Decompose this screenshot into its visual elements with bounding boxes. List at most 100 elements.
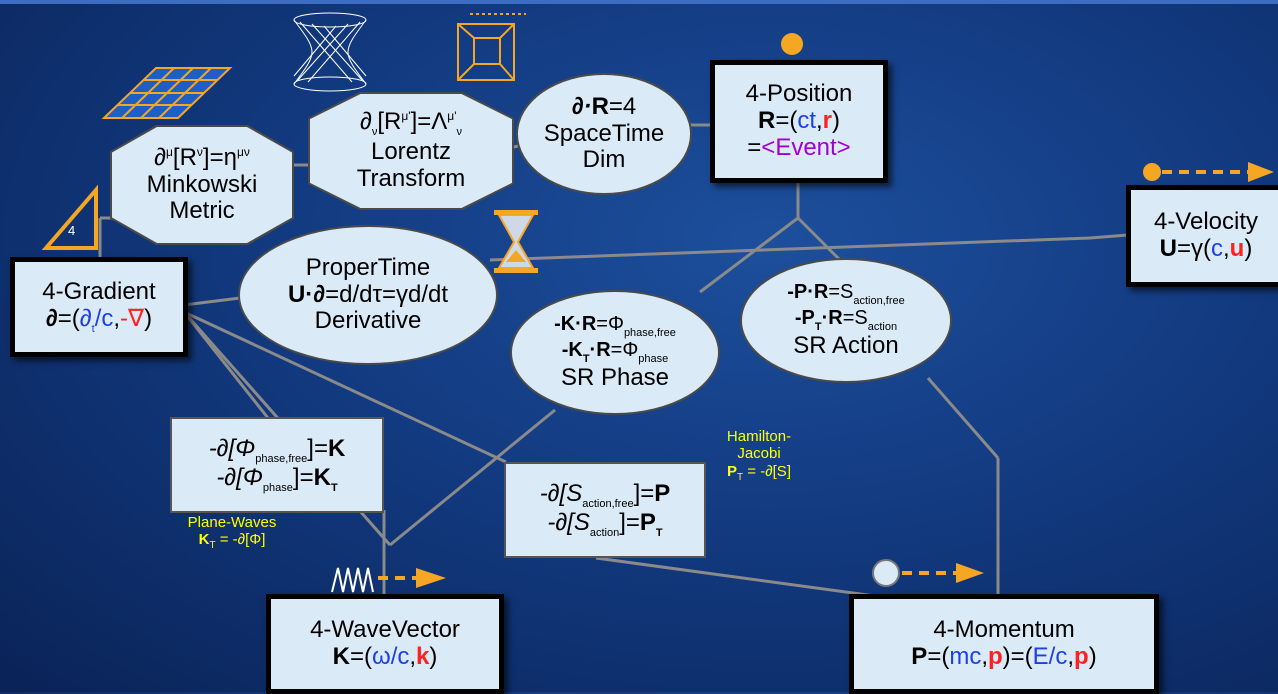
text: action,free xyxy=(582,497,634,510)
text: Plane-Waves xyxy=(187,514,277,531)
text: Dim xyxy=(582,146,626,174)
text: P xyxy=(727,462,738,480)
node-phase-gradient: -∂[Φphase,free]=K -∂[Φphase]=KT xyxy=(170,417,384,513)
text: Hamilton- xyxy=(726,428,792,445)
text: ) xyxy=(832,107,841,135)
node-minkowski-metric: ∂μ[Rν]=ημν Minkowski Metric xyxy=(112,127,292,243)
text: SR Action xyxy=(793,332,899,360)
component: u xyxy=(1229,235,1245,262)
tesseract-icon xyxy=(457,13,526,81)
node-spacetime-dim: ∂·R=4 SpaceTime Dim xyxy=(516,73,692,195)
node-sr-action: -P·R=Saction,free -PT·R=Saction SR Actio… xyxy=(740,258,952,383)
text: t xyxy=(91,322,95,335)
text: SR Phase xyxy=(560,364,670,392)
text: , xyxy=(113,304,121,332)
top-bar xyxy=(0,0,1278,4)
text: P xyxy=(639,509,656,536)
text: T xyxy=(814,321,822,334)
node-4-momentum: 4-Momentum P=(mc,p)=(E/c,p) xyxy=(849,594,1159,694)
node-propertime: ProperTime U·∂=d/dτ=γd/dt Derivative xyxy=(238,225,498,365)
annotation-hamilton-jacobi: Hamilton- Jacobi PT = -∂[S] xyxy=(706,428,812,483)
node-title: 4-Position xyxy=(745,80,853,108)
hyperboloid-icon xyxy=(293,12,367,92)
text: -P xyxy=(794,307,815,330)
text: =d/dτ=γd/dt xyxy=(325,280,449,308)
node-title: 4-Momentum xyxy=(933,616,1075,644)
node-title: 4-Velocity xyxy=(1153,208,1259,236)
grid-plane-icon xyxy=(101,67,233,119)
text: -K·R xyxy=(554,312,597,335)
symbol: K xyxy=(332,643,350,670)
text: Derivative xyxy=(314,307,422,335)
annotation-plane-waves: Plane-Waves KT = -∂[Φ] xyxy=(170,514,294,552)
text: ]=Λ xyxy=(410,108,448,136)
text: [R xyxy=(172,143,197,171)
text: Jacobi xyxy=(737,445,781,463)
connector-propertime-velocity xyxy=(489,236,1091,262)
text: , xyxy=(1223,235,1230,262)
component: c xyxy=(1211,235,1223,262)
text: Metric xyxy=(169,197,235,225)
node-lorentz-transform: ∂ν[Rμ']=Λμ'ν Lorentz Transform xyxy=(310,94,512,208)
text: ]= xyxy=(307,434,328,462)
text: -∂[Φ xyxy=(208,434,256,462)
text: =( xyxy=(349,643,372,670)
connector-branch-phase xyxy=(699,216,799,294)
text: phase,free xyxy=(623,326,676,339)
component: k xyxy=(416,643,430,670)
component: E/c xyxy=(1032,643,1068,670)
text: T xyxy=(737,471,744,483)
text: R xyxy=(591,92,609,120)
component: mc xyxy=(949,643,982,670)
text: ) xyxy=(429,643,438,670)
dashed-arrow-icon xyxy=(1143,162,1274,182)
text: ν xyxy=(456,126,463,139)
text: ·R xyxy=(821,307,843,330)
text: = -∂[S] xyxy=(743,462,791,480)
text: =( xyxy=(57,304,80,332)
tetrahedron-icon xyxy=(41,184,98,250)
text: ∂ xyxy=(154,143,166,171)
text: , xyxy=(1067,643,1075,670)
text: ) xyxy=(1088,643,1097,670)
text: -∂[Φ xyxy=(216,464,263,491)
text: P xyxy=(654,479,671,507)
text: μν xyxy=(236,144,250,159)
node-4-velocity: 4-Velocity U=γ(c,u) xyxy=(1126,185,1278,287)
component: p xyxy=(1074,643,1089,670)
text: =( xyxy=(775,107,798,135)
text: SpaceTime xyxy=(543,119,665,147)
text: ν xyxy=(196,144,203,159)
node-4-position: 4-Position R=(ct,r) =<Event> xyxy=(710,60,888,183)
text: [R xyxy=(377,108,402,136)
text: K xyxy=(313,464,331,491)
text: = -∂[Φ] xyxy=(215,531,266,549)
connector-propertime-gradient xyxy=(183,296,241,307)
text: =S xyxy=(828,280,854,303)
text: μ' xyxy=(401,109,411,124)
text: /c xyxy=(94,304,114,332)
node-4-gradient: 4-Gradient ∂=(∂t/c,-∇) xyxy=(10,257,188,357)
symbol: ∂ xyxy=(45,304,58,332)
text: T xyxy=(330,482,338,494)
text: ∂ xyxy=(359,108,372,136)
text: phase xyxy=(262,482,293,494)
text: ]= xyxy=(292,464,314,491)
text: ) xyxy=(1244,235,1253,262)
hourglass-icon xyxy=(494,210,538,273)
text: Minkowski xyxy=(146,170,258,198)
text: Lorentz xyxy=(370,137,452,165)
text: Transform xyxy=(356,164,466,192)
text: , xyxy=(816,107,823,135)
text: =S xyxy=(842,307,868,330)
component: ct xyxy=(797,107,816,135)
text: ∂ xyxy=(79,304,92,332)
text: ν xyxy=(371,126,378,139)
text: ]= xyxy=(633,479,655,507)
text: , xyxy=(409,643,417,670)
text: ·R xyxy=(589,339,611,362)
tetrahedron-label: 4 xyxy=(68,223,76,238)
symbol: R xyxy=(757,107,776,135)
node-sr-phase: -K·R=Φphase,free -KT·R=Φphase SR Phase xyxy=(510,290,720,415)
text: =Φ xyxy=(596,312,624,335)
